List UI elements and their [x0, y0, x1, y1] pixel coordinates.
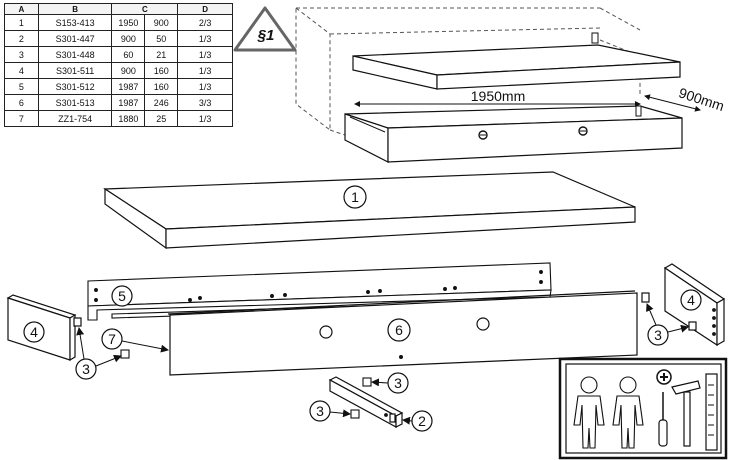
- assembled-overview: [295, 6, 701, 163]
- table-cell: 1/3: [177, 110, 233, 127]
- callout-part-3-beam-b: 3: [316, 403, 324, 419]
- phillips-screwdriver-icon: [656, 369, 672, 447]
- parts-table-header: A B C D: [4, 3, 233, 15]
- arrow-3-left-a: [95, 354, 122, 367]
- dowel-3-beam-a: [362, 377, 372, 387]
- callout-part-3-beam-a: 3: [394, 375, 402, 391]
- table-cell: ZZ1-754: [37, 110, 113, 127]
- callout-part-1: 1: [351, 189, 359, 205]
- callout-part-7: 7: [108, 331, 116, 347]
- warning-label: §1: [257, 27, 275, 44]
- dimension-width: 1950mm: [471, 88, 525, 104]
- part-2-beam: [328, 376, 404, 429]
- callout-part-4-right: 4: [687, 292, 695, 308]
- warning-triangle-icon: §1: [233, 6, 297, 52]
- person-icon: [573, 376, 605, 449]
- person-icon: [612, 376, 644, 449]
- callout-part-5: 5: [118, 288, 126, 304]
- callout-part-4-left: 4: [30, 324, 38, 340]
- arrow-3-left-b: [76, 327, 85, 360]
- part-5-back-rail: [87, 262, 552, 321]
- part-1-top-board: [103, 171, 636, 250]
- callout-part-3-right: 3: [654, 327, 662, 343]
- measuring-tape-icon: [705, 373, 718, 451]
- arrow-3-beam-b: [329, 409, 351, 418]
- dowel-3-left: [120, 349, 130, 359]
- dowel-3-beam-b: [350, 409, 360, 419]
- callout-part-6: 6: [395, 322, 403, 338]
- arrow-7: [121, 340, 169, 353]
- callout-part-3-left: 3: [82, 361, 90, 377]
- dimension-depth: 900mm: [677, 84, 726, 114]
- hammer-icon: [671, 380, 701, 447]
- part-4-side-panel-left: [6, 294, 82, 362]
- assembly-requirements-box: [558, 357, 728, 460]
- arrow-3-right-a: [646, 303, 657, 326]
- table-cell: 25: [144, 110, 179, 127]
- table-cell: 1880: [111, 110, 146, 127]
- arrow-3-beam-a: [371, 378, 389, 387]
- arrow-3-right-b: [667, 324, 689, 333]
- callout-part-2: 2: [418, 413, 426, 429]
- arrow-2: [402, 416, 413, 425]
